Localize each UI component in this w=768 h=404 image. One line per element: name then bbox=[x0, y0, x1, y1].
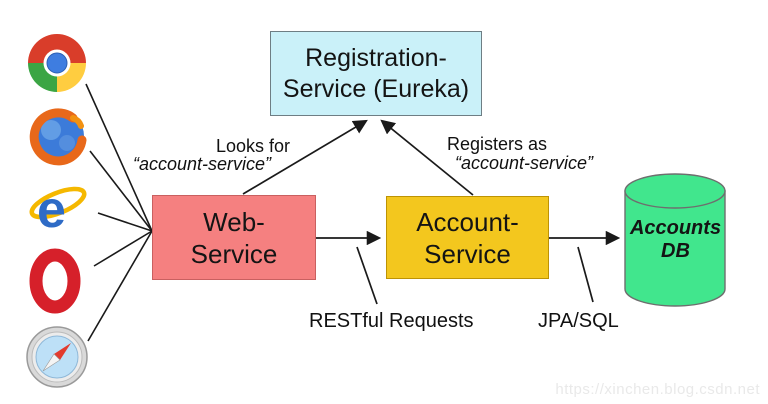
web-service-node: Web- Service bbox=[152, 195, 316, 280]
accounts-db-label-line1: Accounts bbox=[629, 217, 722, 239]
firefox-icon bbox=[25, 103, 89, 167]
ie-letter-e: e bbox=[37, 181, 66, 239]
accounts-db-label-line2: DB bbox=[661, 240, 690, 262]
registers-as-label-line2: “account-service” bbox=[455, 153, 594, 173]
chrome-icon bbox=[25, 31, 89, 95]
web-service-label-line2: Service bbox=[190, 238, 278, 269]
web-service-label-line1: Web- bbox=[203, 206, 265, 237]
browser-fan-lines bbox=[85, 83, 153, 342]
account-service-node: Account- Service bbox=[386, 196, 549, 279]
accounts-db-label: Accounts DB bbox=[627, 217, 724, 263]
safari-icon bbox=[25, 325, 89, 389]
account-service-label-line1: Account- bbox=[416, 206, 519, 237]
account-service-label-line2: Service bbox=[424, 238, 511, 269]
callout-line-restful bbox=[356, 246, 378, 305]
registration-service-label-line2: Service (Eureka) bbox=[282, 74, 470, 103]
ie-icon: e bbox=[25, 176, 89, 240]
watermark-url: https://xinchen.blog.csdn.net bbox=[555, 381, 760, 398]
callout-line-jpa bbox=[577, 246, 594, 303]
registers-as-label-line1: Registers as bbox=[447, 134, 548, 154]
opera-icon bbox=[25, 246, 89, 316]
line-safari-to-web bbox=[87, 230, 153, 342]
line-ie-to-web bbox=[97, 212, 153, 232]
registration-service-node: Registration- Service (Eureka) bbox=[270, 31, 482, 116]
registration-service-label-line1: Registration- bbox=[305, 43, 447, 72]
jpa-sql-label: JPA/SQL bbox=[538, 310, 619, 332]
line-opera-to-web bbox=[93, 230, 153, 267]
restful-requests-label: RESTful Requests bbox=[309, 310, 474, 332]
looks-for-label-line2: “account-service” bbox=[133, 154, 272, 174]
